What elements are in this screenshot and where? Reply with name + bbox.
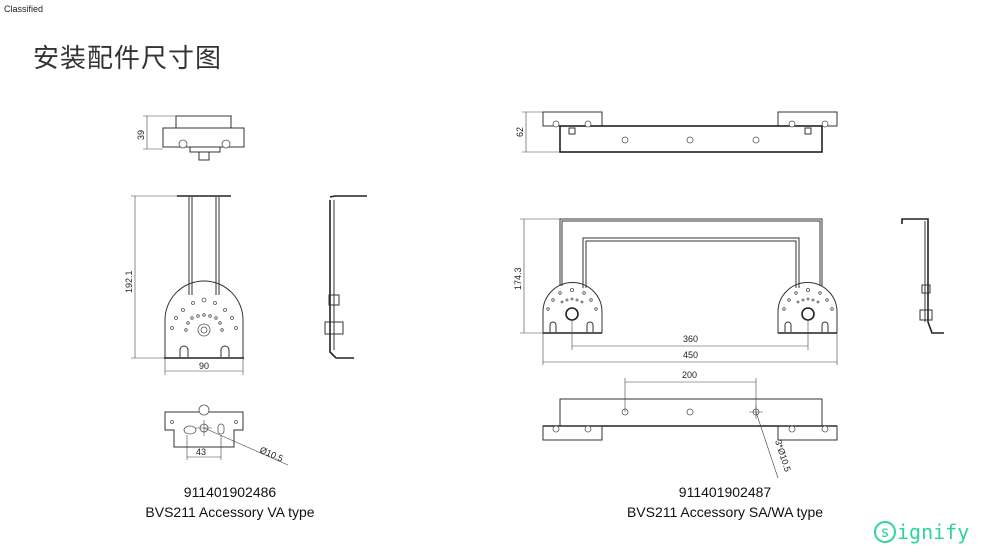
dim-height: 192.1 (124, 270, 134, 293)
adjustment-holes (170, 297, 238, 332)
dim-hole-diameter: Ø10.5 (258, 445, 284, 464)
sawa-front-view: 174.3 360 450 (513, 218, 838, 365)
dim-inner-width: 360 (683, 334, 698, 344)
dim-width: 90 (199, 361, 209, 371)
va-front-view: 192.1 90 (124, 195, 244, 375)
part-description: BVS211 Accessory VA type (145, 504, 315, 520)
part-number: 911401902486 (183, 484, 277, 500)
sawa-top-view: 62 (515, 111, 838, 153)
va-side-view (324, 195, 367, 359)
page-title: 安装配件尺寸图 (33, 44, 223, 74)
sawa-caption: 911401902487 BVS211 Accessory SA/WA type (575, 482, 875, 522)
dim-top-height: 62 (515, 127, 525, 137)
logo-s-circle-icon: s (874, 521, 896, 543)
dim-hole-diameter: 3*Ø10.5 (773, 439, 793, 474)
va-top-view: 39 (136, 115, 245, 161)
dim-hole-spacing: 43 (196, 447, 206, 457)
dim-width: 450 (683, 350, 698, 360)
sawa-side-view (901, 218, 944, 334)
classification-label: Classified (4, 4, 44, 14)
va-caption: 911401902486 BVS211 Accessory VA type (80, 482, 380, 522)
sawa-bottom-view: 200 3*Ø10.5 (542, 370, 838, 479)
part-number: 911401902487 (678, 484, 772, 500)
dim-top-height: 39 (136, 130, 146, 140)
va-bottom-view: 43 Ø10.5 (164, 404, 289, 466)
dim-height: 174.3 (513, 267, 523, 290)
dim-hole-spacing: 200 (682, 370, 697, 380)
adjustment-holes (546, 287, 834, 311)
part-description: BVS211 Accessory SA/WA type (626, 504, 824, 520)
